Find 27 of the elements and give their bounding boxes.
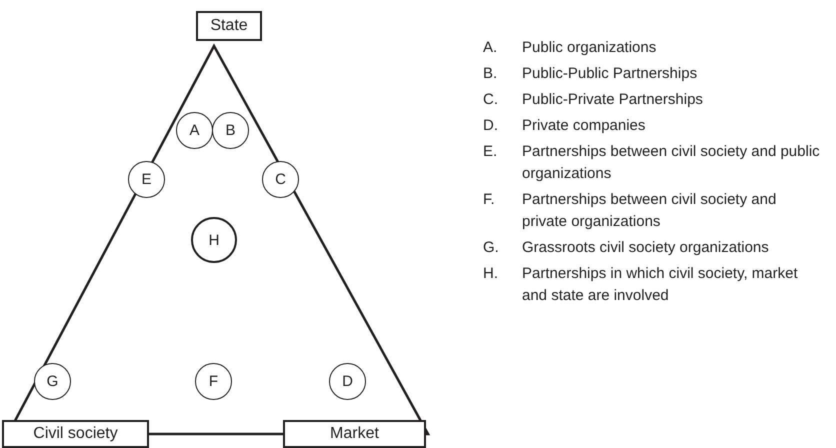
list-description: Grassroots civil society organizations [522, 238, 770, 258]
letter-circle: C [262, 161, 299, 198]
list-letter: B. [483, 64, 498, 84]
letter-circle: E [128, 161, 165, 198]
letter-circle: H [191, 217, 237, 263]
letter-circle: B [212, 112, 249, 149]
letter-circle: A [176, 112, 213, 149]
letter-circle: G [34, 363, 71, 400]
list-description: Partnerships between civil society and private organizations [522, 190, 778, 232]
list-description: Partnerships in which civil society, market and state are involved [522, 264, 799, 306]
list-letter: F. [483, 190, 495, 210]
list-letter: C. [483, 90, 498, 110]
list-description: Public-Public Partnerships [522, 64, 698, 84]
label-box: State [196, 11, 262, 41]
letter-circle: D [329, 363, 366, 400]
list-description: Partnerships between civil society and public organizations [522, 142, 821, 184]
label-box: Civil society [2, 420, 149, 448]
letter-circle: F [195, 363, 232, 400]
list-letter: E. [483, 142, 498, 162]
list-description: Private companies [522, 116, 646, 136]
label-box: Market [283, 420, 426, 448]
list-letter: A. [483, 38, 498, 58]
list-description: Public organizations [522, 38, 658, 58]
list-letter: H. [483, 264, 498, 284]
list-letter: D. [483, 116, 498, 136]
list-letter: G. [483, 238, 499, 258]
list-description: Public-Private Partnerships [522, 90, 704, 110]
